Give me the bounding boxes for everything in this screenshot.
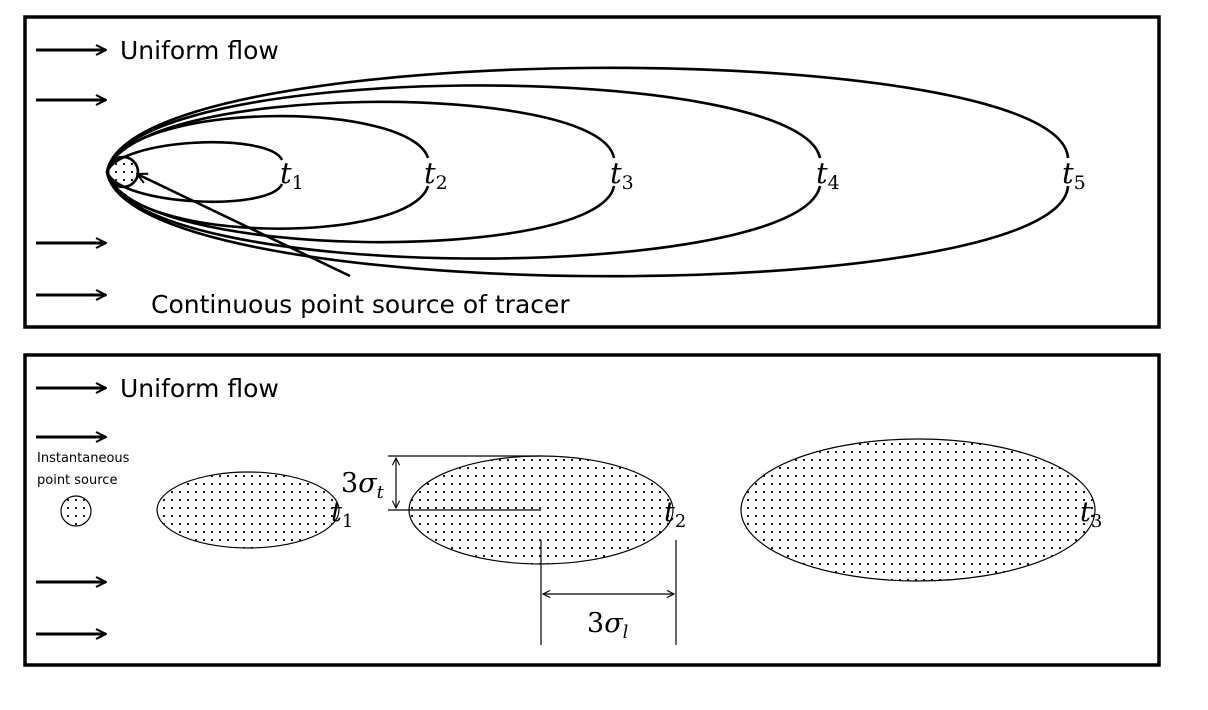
instantaneous-source-circle <box>60 495 92 527</box>
plume-contour-t3-lower <box>105 171 616 244</box>
plume-contour-t4-lower <box>105 171 822 260</box>
time-label-t3: t3 <box>1080 497 1102 532</box>
bottom-panel: Uniform flow Instantaneous point source … <box>23 353 1161 667</box>
bottom-panel-frame <box>23 353 1161 667</box>
time-label-t4: t4 <box>816 156 840 194</box>
plume-contour-t2-upper <box>105 114 430 173</box>
top-panel-frame <box>23 15 1161 329</box>
longitudinal-spread-label: 3σl <box>587 608 629 643</box>
time-label-t2: t2 <box>424 156 448 194</box>
flow-label: Uniform flow <box>120 374 279 403</box>
tracer-cloud-t3 <box>740 438 1096 582</box>
transverse-dimension <box>388 455 541 511</box>
source-label-line2: point source <box>37 473 117 488</box>
tracer-cloud-t1 <box>156 471 340 549</box>
time-label-t5: t5 <box>1062 156 1086 194</box>
plume-contour-t5-lower <box>105 171 1070 278</box>
plume-contour-t5-upper <box>105 66 1070 173</box>
plume-contour-t3-upper <box>105 100 616 173</box>
time-label-t2: t2 <box>664 497 686 532</box>
longitudinal-dimension <box>540 540 677 645</box>
plume-contours <box>105 66 1070 278</box>
time-label-t3: t3 <box>610 156 634 194</box>
source-label: Continuous point source of tracer <box>151 290 570 319</box>
top-panel: Uniform flow Continuous point source of … <box>23 15 1161 329</box>
plume-contour-t4-upper <box>105 84 822 173</box>
flow-label: Uniform flow <box>120 36 279 65</box>
source-label-line1: Instantaneous <box>37 451 130 466</box>
transverse-spread-label: 3σt <box>341 468 385 503</box>
plume-contour-t2-lower <box>105 171 430 230</box>
time-label-t1: t1 <box>331 497 353 532</box>
time-label-t1: t1 <box>280 156 304 194</box>
source-pointer-arrow-icon <box>137 174 351 278</box>
continuous-source-circle <box>106 155 140 189</box>
